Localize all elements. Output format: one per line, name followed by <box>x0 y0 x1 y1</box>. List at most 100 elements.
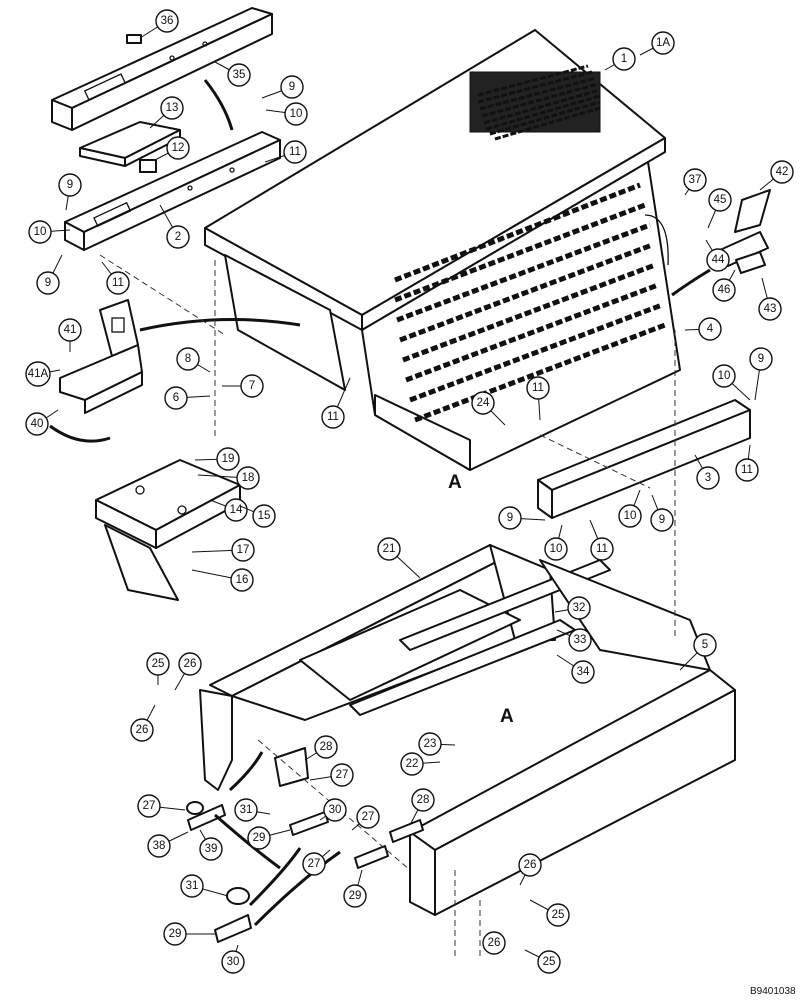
callout-41: 41 <box>58 318 82 352</box>
assembly-arrow-2 <box>248 847 302 907</box>
callout-label: 10 <box>290 108 303 120</box>
rotation-arrow <box>49 424 111 443</box>
callout-label: 26 <box>524 859 537 871</box>
callout-circle <box>651 31 675 55</box>
callout-circle <box>221 950 245 974</box>
callout-circle <box>698 317 722 341</box>
callout-circle <box>612 47 636 71</box>
callout-32: 32 <box>554 596 591 620</box>
callout-34: 34 <box>556 654 595 684</box>
callout-label: 25 <box>152 658 165 670</box>
callout-circle <box>302 852 326 876</box>
callout-circle <box>712 278 736 302</box>
callout-44: 44 <box>705 239 730 272</box>
callout-29: 29 <box>247 826 291 850</box>
callout-label: 34 <box>577 666 590 678</box>
callout-circle <box>418 732 442 756</box>
callout-label: 31 <box>186 880 199 892</box>
callout-circle <box>518 853 542 877</box>
callout-31: 31 <box>234 798 271 822</box>
callout-circle <box>234 798 258 822</box>
callout-label: 27 <box>143 800 156 812</box>
callout-label: 41A <box>28 368 49 380</box>
callout-circle <box>712 364 736 388</box>
cab-shell-part <box>204 29 681 471</box>
latch-parts <box>186 747 424 943</box>
callout-circle <box>247 826 271 850</box>
callout-circle <box>166 136 190 160</box>
callout-37: 37 <box>683 168 707 196</box>
callout-circle <box>106 271 130 295</box>
callout-circle <box>706 248 730 272</box>
callout-label: 18 <box>242 472 255 484</box>
callout-circle <box>166 225 190 249</box>
view-mark-a-lower: A <box>500 706 514 727</box>
handle-part <box>719 189 771 274</box>
callout-label: 16 <box>236 574 249 586</box>
callout-11: 11 <box>264 140 307 164</box>
callout-27: 27 <box>137 794 186 818</box>
callout-circle <box>146 652 170 676</box>
callout-label: 32 <box>573 602 586 614</box>
callout-label: 5 <box>702 639 708 651</box>
callout-label: 1 <box>621 53 627 65</box>
assembly-arrow-cab <box>139 318 301 332</box>
callout-label: 30 <box>329 804 342 816</box>
callout-27: 27 <box>351 805 380 831</box>
callout-circle <box>693 633 717 657</box>
callout-11: 11 <box>321 377 351 429</box>
callout-41a: 41A <box>25 361 61 387</box>
callout-26: 26 <box>130 704 156 742</box>
callout-circle <box>537 950 561 974</box>
callout-circle <box>498 506 522 530</box>
callout-circle <box>160 96 184 120</box>
callout-22: 22 <box>400 752 441 776</box>
callout-label: 36 <box>161 15 174 27</box>
callout-circle <box>25 412 49 436</box>
callout-7: 7 <box>222 374 264 398</box>
callout-18: 18 <box>197 466 260 490</box>
callout-circle <box>696 466 720 490</box>
callout-label: 25 <box>552 909 565 921</box>
callout-26: 26 <box>174 652 202 691</box>
callout-circle <box>708 188 732 212</box>
callout-19: 19 <box>194 447 240 471</box>
callout-11: 11 <box>526 376 550 421</box>
callout-circle <box>155 9 179 33</box>
base-frame-part <box>199 544 736 916</box>
callout-label: 6 <box>173 392 179 404</box>
callout-16: 16 <box>191 568 254 592</box>
callout-circle <box>240 374 264 398</box>
callout-circle <box>180 874 204 898</box>
callout-8: 8 <box>176 347 211 373</box>
callout-label: 33 <box>574 634 587 646</box>
callout-circle <box>650 508 674 532</box>
callout-30: 30 <box>221 944 245 974</box>
callout-36: 36 <box>139 9 179 39</box>
callout-10: 10 <box>712 364 751 401</box>
callout-label: 9 <box>289 81 295 93</box>
callout-29: 29 <box>343 869 367 908</box>
callout-14: 14 <box>209 498 248 522</box>
callout-circle <box>323 798 347 822</box>
clip-part-12 <box>139 159 157 173</box>
callout-27: 27 <box>302 849 331 876</box>
callout-label: 28 <box>417 794 430 806</box>
callout-circle <box>280 75 304 99</box>
callout-label: 14 <box>230 504 243 516</box>
callout-23: 23 <box>418 732 456 756</box>
callout-39: 39 <box>199 829 223 861</box>
callout-label: 26 <box>184 658 197 670</box>
callout-label: 10 <box>718 370 731 382</box>
callout-label: 12 <box>172 142 185 154</box>
callout-label: 35 <box>233 69 246 81</box>
callout-label: 4 <box>707 323 714 335</box>
callout-5: 5 <box>679 633 717 671</box>
callout-circle <box>590 537 614 561</box>
callout-label: 11 <box>327 411 339 423</box>
lower-rail-part <box>64 131 281 251</box>
callout-circle <box>356 805 380 829</box>
callout-25: 25 <box>529 899 570 927</box>
